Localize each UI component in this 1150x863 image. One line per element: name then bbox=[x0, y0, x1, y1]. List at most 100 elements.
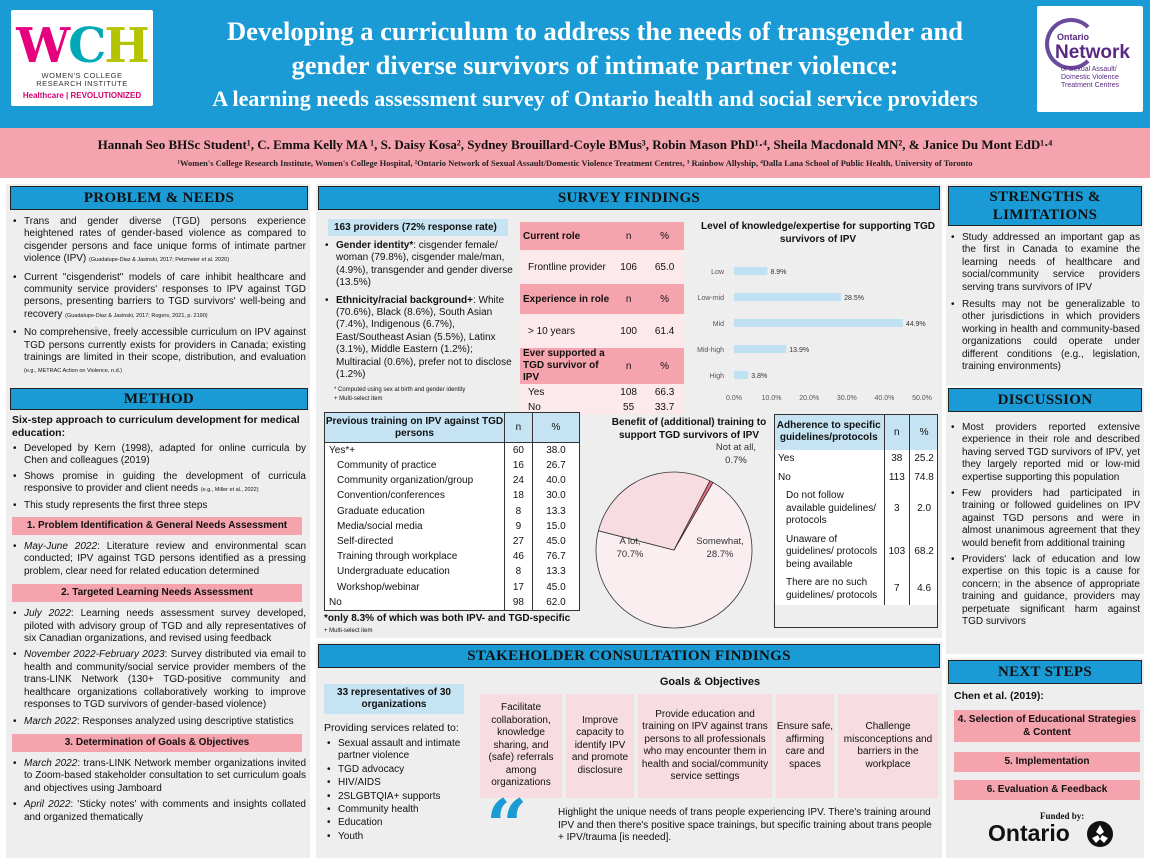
pie-value-label: 0.7% bbox=[725, 455, 747, 466]
funded-by: Funded by: bbox=[1040, 811, 1085, 821]
service-item: Community health bbox=[326, 804, 476, 817]
data-label: 8.9% bbox=[770, 269, 786, 276]
poster-title: Developing a curriculum to address the n… bbox=[212, 16, 978, 111]
table-cell-value: 98 bbox=[504, 594, 533, 611]
bar bbox=[734, 345, 787, 353]
table-cell-value: 25.2 bbox=[914, 453, 934, 464]
table-cell-value: 13.3 bbox=[531, 503, 580, 519]
method-content: Six-step approach to curriculum developm… bbox=[12, 414, 306, 824]
table-cell-label: No bbox=[774, 468, 885, 487]
strengths-bullet: Results may not be generalizable to othe… bbox=[950, 299, 1140, 373]
strengths-heading: STRENGTHS &LIMITATIONS bbox=[948, 186, 1142, 226]
table-cell-label: Media/social media bbox=[337, 520, 423, 532]
goal-card: Challenge misconceptions and barriers in… bbox=[838, 694, 938, 798]
category-label: High bbox=[710, 373, 725, 380]
pie-category-label: Not at all, bbox=[716, 442, 756, 453]
step4-bar: 4. Selection of Educational Strategies &… bbox=[954, 710, 1140, 742]
bar-chart-title: Level of knowledge/expertise for support… bbox=[701, 221, 935, 245]
step2-bar: 2. Targeted Learning Needs Assessment bbox=[12, 584, 302, 603]
goal-card: Facilitate collaboration, knowledge shar… bbox=[480, 694, 562, 798]
problem-bullet: Current "cisgenderist" models of care in… bbox=[12, 272, 306, 323]
next-steps-intro: Chen et al. (2019): bbox=[954, 690, 1044, 702]
benefit-pie-chart: A lot,70.7%Somewhat,28.7%Not at all,0.7% bbox=[595, 442, 756, 629]
survey-heading: SURVEY FINDINGS bbox=[318, 186, 940, 210]
table-cell-value: 68.2 bbox=[914, 546, 934, 557]
strengths-bullet: Study addressed an important gap as the … bbox=[950, 232, 1140, 294]
goal-card: Ensure safe, affirming care and spaces bbox=[776, 694, 834, 798]
service-item: TGD advocacy bbox=[326, 764, 476, 777]
method-bullet: May-June 2022: Literature review and env… bbox=[12, 541, 306, 578]
strengths-bullets: Study addressed an important gap as the … bbox=[950, 232, 1140, 378]
guidelines-table-border bbox=[774, 414, 938, 628]
table-cell-value: 9 bbox=[504, 518, 533, 534]
table-cell-value: 30.0 bbox=[531, 488, 580, 504]
table-cell-value: 24 bbox=[504, 473, 533, 489]
table-cell-value: 62.0 bbox=[531, 594, 580, 611]
discussion-bullets: Most providers reported extensive experi… bbox=[950, 422, 1140, 629]
pie-category-label: Somewhat, bbox=[696, 536, 744, 547]
pie-chart-title: Benefit of (additional) training to supp… bbox=[611, 417, 767, 441]
table-cell-value: 40.0 bbox=[531, 473, 580, 489]
category-label: Mid-high bbox=[697, 347, 724, 354]
method-heading: METHOD bbox=[10, 388, 308, 410]
table-cell-value: 38 bbox=[884, 450, 911, 469]
data-label: 28.5% bbox=[844, 295, 864, 302]
pie-category-label: A lot, bbox=[619, 536, 640, 547]
service-item: Sexual assault and intimate partner viol… bbox=[326, 738, 476, 763]
table-cell-value: 46 bbox=[504, 549, 533, 565]
table-cell-value: 3 bbox=[884, 487, 911, 531]
table-cell-value: 74.8 bbox=[914, 471, 934, 483]
bar bbox=[734, 319, 903, 327]
table-cell-value: 26.7 bbox=[531, 458, 580, 474]
table-cell-value: 45.0 bbox=[531, 533, 580, 550]
next-steps-heading: NEXT STEPS bbox=[948, 660, 1142, 684]
trillium-icon bbox=[1087, 821, 1113, 847]
stakeholder-quote: Highlight the unique needs of trans peop… bbox=[558, 807, 932, 843]
data-label: 3.8% bbox=[751, 373, 767, 380]
table-cell-value: 17 bbox=[504, 579, 533, 595]
method-bullet: March 2022: Responses analyzed using des… bbox=[12, 716, 306, 729]
services-intro: Providing services related to: bbox=[324, 722, 459, 734]
training-note: *only 8.3% of which was both IPV- and TG… bbox=[324, 613, 571, 624]
demographics: Gender identity*: cisgender female/ woma… bbox=[324, 240, 516, 404]
problem-heading: PROBLEM & NEEDS bbox=[10, 186, 308, 210]
tick-label: 20.0% bbox=[799, 395, 819, 402]
problem-bullets: Trans and gender diverse (TGD) persons e… bbox=[12, 216, 306, 383]
table-cell-label: Undergraduate education bbox=[337, 566, 450, 578]
authors-band bbox=[0, 128, 1150, 178]
service-item: Education bbox=[326, 817, 476, 830]
table-cell-value: 103 bbox=[884, 530, 911, 574]
data-label: 44.9% bbox=[906, 321, 926, 328]
step6-bar: 6. Evaluation & Feedback bbox=[954, 780, 1140, 800]
service-item: HIV/AIDS bbox=[326, 777, 476, 790]
category-label: Mid bbox=[713, 321, 724, 328]
data-label: 13.9% bbox=[789, 347, 809, 354]
pie-slice bbox=[595, 481, 753, 629]
discussion-bullet: Providers' lack of education and low exp… bbox=[950, 554, 1140, 628]
table-cell-label: Convention/conferences bbox=[337, 490, 445, 502]
header-banner bbox=[0, 0, 1150, 128]
table-cell-value: 16 bbox=[504, 458, 533, 474]
ethnicity-bullet: Ethnicity/racial background+: White (70.… bbox=[324, 295, 516, 382]
table-cell-value: 13.3 bbox=[531, 564, 580, 580]
services-list: Sexual assault and intimate partner viol… bbox=[326, 738, 476, 844]
method-bullet: Developed by Kern (1998), adapted for on… bbox=[12, 443, 306, 468]
table-cell-label: Do not follow available guidelines/ prot… bbox=[774, 487, 885, 531]
table-cell-value: 8 bbox=[504, 564, 533, 580]
method-bullet: This study represents the first three st… bbox=[12, 500, 306, 513]
service-item: Youth bbox=[326, 831, 476, 844]
table-cell-value: 45.0 bbox=[531, 579, 580, 595]
method-bullet: November 2022-February 2023: Survey dist… bbox=[12, 649, 306, 711]
tick-label: 10.0% bbox=[762, 395, 782, 402]
table-cell-label: Graduate education bbox=[337, 505, 425, 517]
table-cell-value: 8 bbox=[504, 503, 533, 519]
